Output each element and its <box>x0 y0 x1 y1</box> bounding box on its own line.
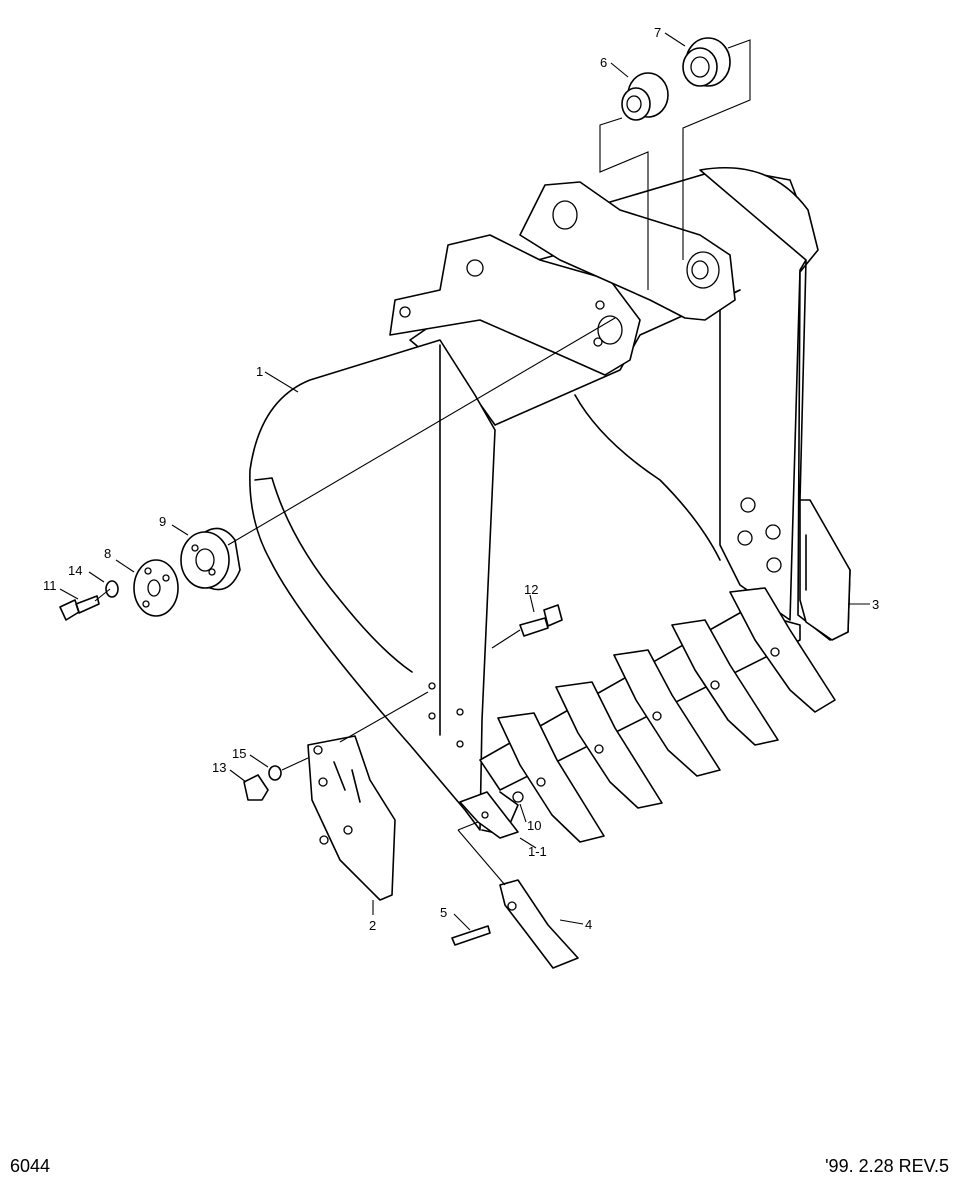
label-part-9: 9 <box>159 514 166 529</box>
drawing-number: 6044 <box>10 1156 51 1176</box>
teeth-row <box>459 587 836 843</box>
label-part-12: 12 <box>524 582 538 597</box>
label-part-7: 7 <box>654 25 661 40</box>
label-part-5: 5 <box>440 905 447 920</box>
bushing-6-leader <box>599 117 649 290</box>
label-part-13: 13 <box>212 760 226 775</box>
label-part-10: 10 <box>527 818 541 833</box>
pin-boss-9 <box>180 527 241 591</box>
nut-13 <box>243 774 269 801</box>
label-part-2: 2 <box>369 918 376 933</box>
side-cutter-bolts <box>428 497 782 748</box>
bolt-12 <box>519 604 563 637</box>
lockwasher-14 <box>105 580 119 598</box>
bushing-7 <box>682 37 731 87</box>
label-part-3: 3 <box>872 597 879 612</box>
label-part-4: 4 <box>585 917 592 932</box>
tooth-4-pin-hole <box>507 901 517 911</box>
washer-plate-8 <box>133 559 179 617</box>
side-shroud-2 <box>307 735 396 901</box>
label-part-1-1: 1-1 <box>528 844 547 859</box>
bushing-7-leader <box>682 39 751 260</box>
label-part-14: 14 <box>68 563 82 578</box>
side-cutter <box>799 499 851 641</box>
bolt-11 <box>59 595 100 621</box>
label-part-6: 6 <box>600 55 607 70</box>
label-part-15: 15 <box>232 746 246 761</box>
label-part-1: 1 <box>256 364 263 379</box>
label-part-8: 8 <box>104 546 111 561</box>
tooth-4 <box>499 879 579 969</box>
label-part-11: 11 <box>43 578 57 593</box>
revision-date: '99. 2.28 REV.5 <box>825 1156 949 1176</box>
bushing-6 <box>621 72 669 121</box>
leader-lines <box>59 32 870 931</box>
pin-5 <box>451 925 491 946</box>
washer-15 <box>268 765 282 781</box>
callout-labels: 1 1-1 2 3 4 5 6 7 8 9 10 11 12 13 14 15 <box>43 25 879 933</box>
